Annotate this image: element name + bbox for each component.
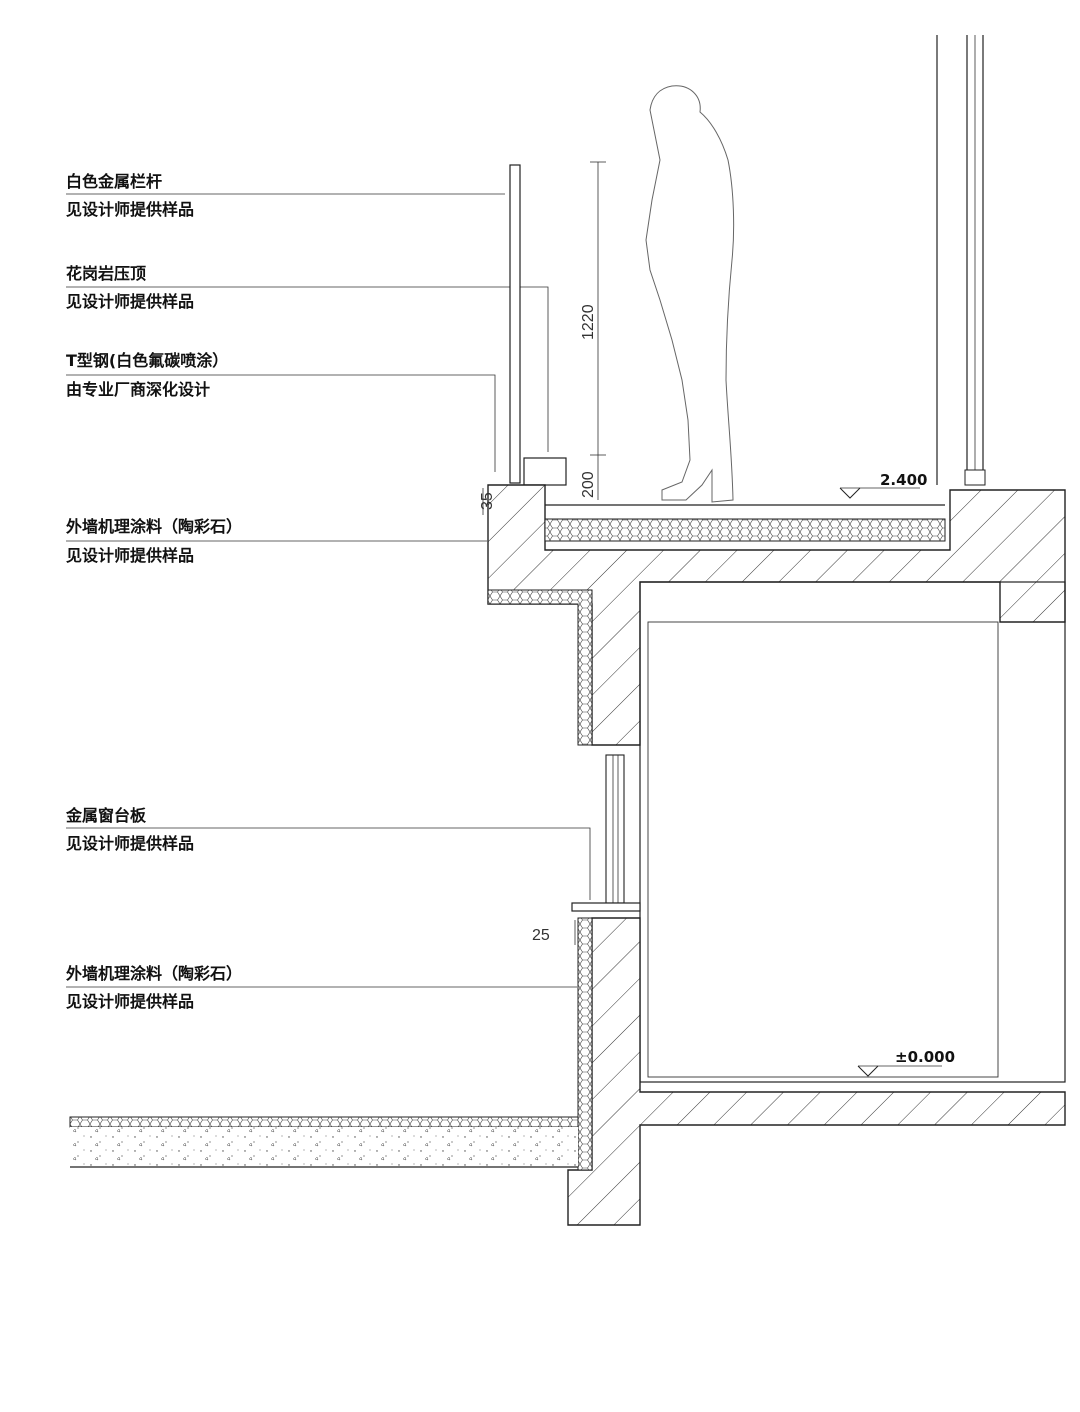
dimension-coping: 35 bbox=[479, 488, 496, 515]
lower-wall-insulation bbox=[577, 917, 593, 1171]
dim-1220: 1220 bbox=[580, 304, 597, 340]
upper-wall-insulation bbox=[487, 589, 593, 746]
note-sill-title: 金属窗台板 bbox=[65, 806, 147, 825]
leader-line bbox=[66, 827, 591, 900]
metal-sill-board bbox=[571, 902, 641, 912]
leader-line bbox=[66, 286, 549, 452]
lower-wall bbox=[567, 917, 1066, 1226]
note-sill-sub: 见设计师提供样品 bbox=[66, 834, 194, 853]
annotation-railing: 白色金属栏杆 见设计师提供样品 bbox=[66, 172, 505, 219]
note-railing-title: 白色金属栏杆 bbox=[66, 172, 162, 191]
annotation-coping: 花岗岩压顶 见设计师提供样品 bbox=[66, 264, 549, 452]
human-figure bbox=[645, 85, 735, 503]
dimension-sill: 25 bbox=[532, 920, 576, 945]
ground-fill bbox=[70, 1127, 578, 1167]
paving-layer bbox=[69, 1116, 579, 1128]
note-railing-sub: 见设计师提供样品 bbox=[66, 200, 194, 219]
dimension-railing: 1220 200 bbox=[580, 161, 606, 500]
note-wall-lower-title: 外墙机理涂料（陶彩石） bbox=[65, 964, 242, 983]
glass-curtain-wall bbox=[936, 35, 986, 486]
interior-room-inner bbox=[647, 621, 999, 1078]
note-tsteel-title: T型钢(白色氟碳喷涂） bbox=[66, 351, 228, 370]
note-wall-upper-title: 外墙机理涂料（陶彩石） bbox=[65, 517, 242, 536]
note-coping-title: 花岗岩压顶 bbox=[66, 264, 146, 283]
note-wall-upper-sub: 见设计师提供样品 bbox=[66, 546, 194, 565]
note-tsteel-sub: 由专业厂商深化设计 bbox=[66, 380, 210, 399]
dim-200: 200 bbox=[580, 471, 597, 498]
dim-25: 25 bbox=[532, 927, 550, 944]
window bbox=[605, 754, 625, 904]
note-coping-sub: 见设计师提供样品 bbox=[66, 292, 194, 311]
dim-35: 35 bbox=[479, 492, 496, 510]
annotation-wall-paint-lower: 外墙机理涂料（陶彩石） 见设计师提供样品 bbox=[65, 964, 577, 1011]
granite-coping bbox=[523, 457, 567, 486]
terrace-insulation bbox=[544, 518, 946, 542]
annotation-wall-paint-upper: 外墙机理涂料（陶彩石） 见设计师提供样品 bbox=[65, 517, 487, 565]
level-2400: 2.400 bbox=[880, 471, 927, 489]
note-wall-lower-sub: 见设计师提供样品 bbox=[66, 992, 194, 1011]
level-ground: ±0.000 bbox=[857, 1048, 955, 1077]
annotation-sill-board: 金属窗台板 见设计师提供样品 bbox=[65, 806, 591, 900]
level-upper: 2.400 bbox=[839, 471, 927, 499]
annotation-t-steel: T型钢(白色氟碳喷涂） 由专业厂商深化设计 bbox=[66, 351, 496, 472]
level-0000: ±0.000 bbox=[895, 1048, 955, 1066]
interior-room bbox=[639, 581, 1066, 1083]
metal-railing bbox=[509, 164, 521, 484]
leader-line bbox=[66, 374, 496, 472]
